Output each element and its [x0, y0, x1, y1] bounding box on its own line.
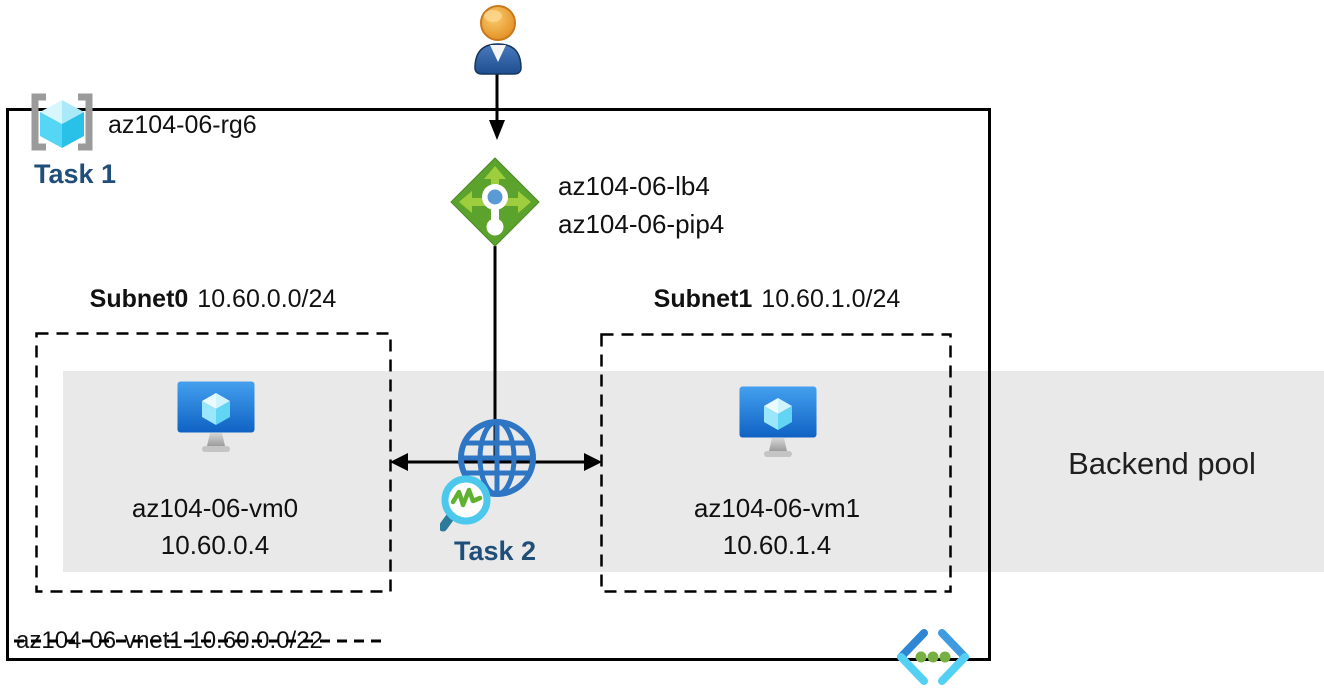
subnet0-name: Subnet0 — [89, 285, 189, 313]
resource-group-icon — [31, 93, 93, 151]
subnet1-box — [600, 333, 952, 593]
vnet-label-dashed-line — [14, 639, 382, 643]
subnet1-cidr: 10.60.1.0/24 — [761, 285, 901, 313]
load-balancer-labels: az104-06-lb4 az104-06-pip4 — [558, 167, 724, 243]
subnet0-box — [35, 332, 392, 593]
vm1-ip: 10.60.1.4 — [722, 530, 832, 560]
backend-pool-band — [63, 371, 1324, 572]
subnet0-cidr: 10.60.0.0/24 — [197, 285, 337, 313]
vm0-ip: 10.60.0.4 — [160, 530, 270, 560]
vm0-name: az104-06-vm0 — [131, 493, 299, 523]
public-ip-name: az104-06-pip4 — [558, 209, 725, 239]
code-brackets-icon — [897, 629, 969, 685]
subnet0-label: Subnet0 10.60.0.0/24 — [40, 285, 386, 314]
vm1-label: az104-06-vm1 10.60.1.4 — [627, 490, 927, 564]
load-balancer-name: az104-06-lb4 — [558, 171, 710, 201]
subnet1-name: Subnet1 — [653, 285, 753, 313]
vm0-label: az104-06-vm0 10.60.0.4 — [65, 490, 365, 564]
task2-label: Task 2 — [453, 536, 537, 566]
load-balancer-icon — [450, 157, 540, 247]
network-watcher-globe-icon — [440, 419, 536, 532]
user-icon — [474, 5, 522, 75]
resource-group-name: az104-06-rg6 — [108, 111, 257, 139]
subnet1-label: Subnet1 10.60.1.0/24 — [602, 285, 952, 314]
backend-pool-label: Backend pool — [1068, 446, 1256, 481]
vm1-name: az104-06-vm1 — [693, 493, 861, 523]
virtual-machine-icon-vm0 — [177, 381, 255, 452]
user-to-lb-arrow — [489, 74, 505, 140]
virtual-machine-icon-vm1 — [739, 386, 817, 457]
task1-label: Task 1 — [34, 159, 117, 189]
